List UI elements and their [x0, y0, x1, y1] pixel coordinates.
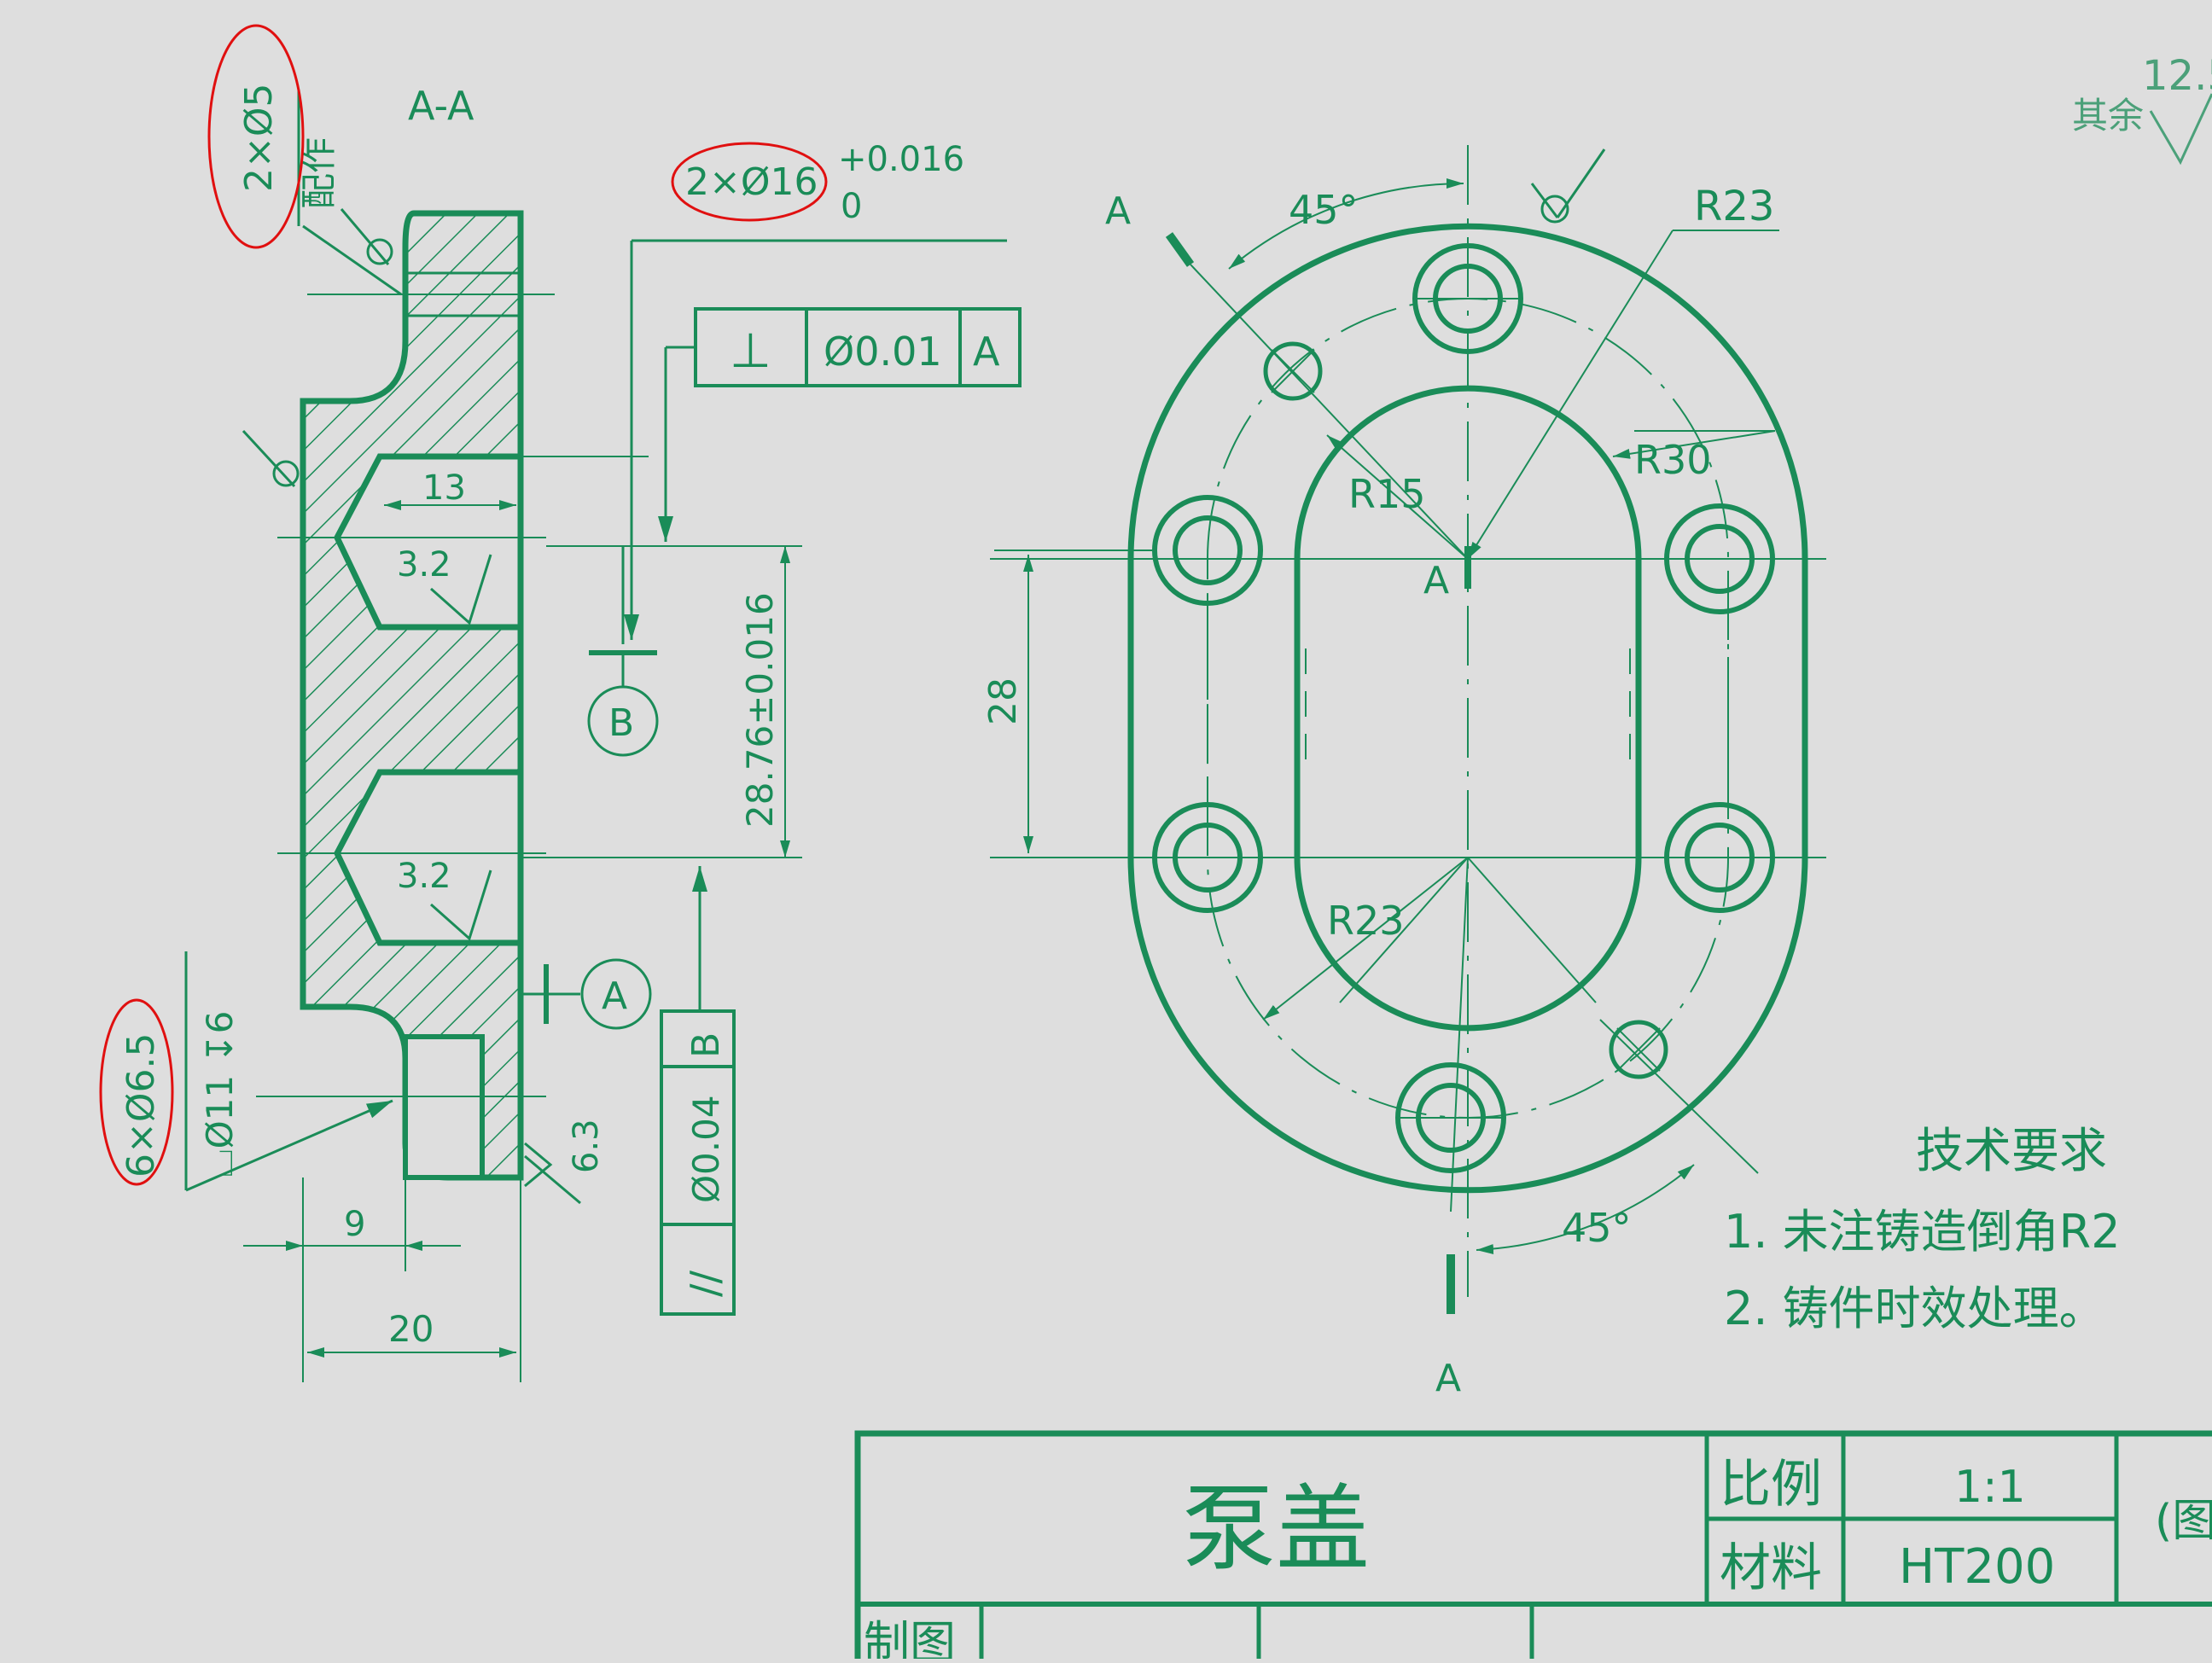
highlight-circle-pin: [207, 24, 305, 249]
datum-b-circle: [587, 685, 659, 757]
drawing-no-fragment: (图: [2155, 1496, 2212, 1547]
cut-label-bottom: A: [1435, 1357, 1461, 1400]
drawn-label: 制图: [864, 1616, 956, 1659]
perp-value: Ø0.01: [824, 329, 942, 375]
section-label: A-A: [408, 83, 474, 129]
counterbore-callout: ⌴Ø11 ↧6: [199, 1011, 241, 1177]
cut-label-left: A: [1105, 189, 1131, 233]
default-roughness-note: 其余 12.5: [2072, 52, 2212, 166]
tech-req-title: 技术要求: [1916, 1124, 2107, 1179]
material-label: 材料: [1720, 1538, 1822, 1598]
part-name: 泵盖: [1182, 1474, 1370, 1584]
angle-bottom: 45°: [1562, 1205, 1632, 1251]
bore-tol-lower: 0: [841, 187, 862, 226]
center-label: A: [1423, 559, 1449, 602]
perp-symbol: ⊥: [730, 323, 771, 379]
dim-9: 9: [344, 1205, 365, 1244]
bore-callout: 2×Ø16: [685, 160, 818, 204]
pin-hole-lower: [1609, 1020, 1668, 1079]
scale-label: 比例: [1720, 1455, 1822, 1515]
par-symbol: //: [682, 1271, 728, 1297]
parallelism-frame: B Ø0.04 //: [660, 1009, 736, 1316]
perp-datum: A: [973, 329, 1000, 375]
perpendicularity-frame: ⊥ Ø0.01 A: [694, 307, 1022, 387]
bolt-hole-left-upper: [1152, 495, 1263, 606]
bolt-hole-right-lower: [1664, 802, 1775, 913]
tech-req-item-1: 1. 未注铸造倒角R2: [1724, 1205, 2121, 1259]
counterbore-cavity: [403, 1034, 485, 1180]
scale-value: 1:1: [1954, 1462, 2026, 1513]
dim-20: 20: [388, 1308, 434, 1350]
datum-a-circle: [580, 958, 652, 1030]
roughness-3: 6.3: [567, 1119, 606, 1173]
radius-r23-inner: R23: [1327, 898, 1405, 944]
tech-req-item-2: 2. 铸件时效处理。: [1724, 1282, 2105, 1335]
holes-callout: 6×Ø6.5: [119, 1033, 163, 1177]
datum-a-label: A: [602, 974, 627, 1018]
radius-r23-top: R23: [1694, 183, 1774, 230]
pin-callout: 2×Ø5: [237, 84, 281, 193]
highlight-circle-bore: [671, 142, 828, 222]
pin-callout-note: 配作: [298, 137, 340, 209]
radius-r15: R15: [1348, 471, 1426, 517]
section-view-a-a: A-A 2×Ø5 配作 2×Ø16 +0.016 0 ⊥ Ø0.01 A: [99, 24, 1022, 1382]
highlight-circle-holes: [99, 998, 174, 1186]
bore-tol-upper: +0.016: [838, 140, 964, 179]
angle-top: 45°: [1289, 187, 1359, 233]
bolt-hole-right-upper: [1664, 503, 1775, 614]
bolt-hole-bottom: [1395, 1062, 1506, 1173]
datum-b-label: B: [608, 701, 634, 745]
roughness-2: 3.2: [397, 857, 451, 896]
roughness-1: 3.2: [397, 545, 451, 584]
plan-view: A A A 45° 45° R23 R30 R15 R23 28: [981, 145, 1826, 1400]
technical-requirements: 技术要求 1. 未注铸造倒角R2 2. 铸件时效处理。: [1724, 1124, 2121, 1335]
radius-r30: R30: [1634, 437, 1712, 483]
dim-28: 28: [981, 677, 1025, 725]
bolt-hole-top: [1412, 243, 1523, 354]
dim-center-distance: 28.76±0.016: [739, 592, 781, 828]
lower-bore-cavity: [334, 769, 524, 946]
par-datum: B: [684, 1032, 728, 1058]
upper-bore-cavity: [334, 453, 524, 631]
title-block: 泵盖 比例 1:1 材料 HT200 制图 (图: [854, 1430, 2212, 1663]
default-roughness-value: 12.5: [2142, 52, 2212, 100]
par-value: Ø0.04: [685, 1095, 727, 1203]
dim-depth: 13: [422, 468, 466, 508]
default-roughness-label: 其余: [2072, 95, 2144, 137]
bolt-hole-left-lower: [1152, 802, 1263, 913]
material-value: HT200: [1899, 1539, 2055, 1595]
